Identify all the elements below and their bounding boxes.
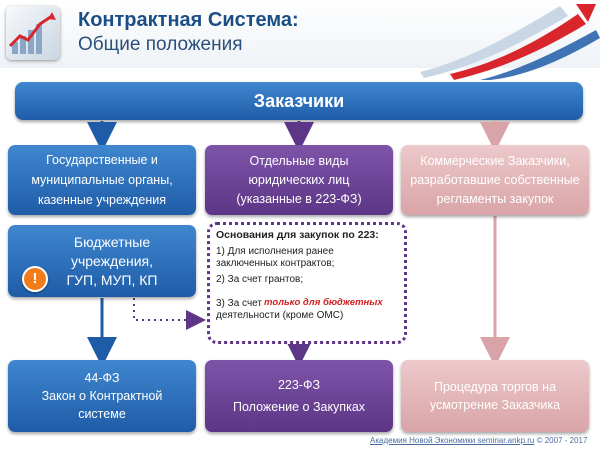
law-44-box: 44-ФЗ Закон о Контрактной системе [8,360,196,432]
customers-label: Заказчики [253,90,345,111]
chart-logo-icon [6,6,60,60]
budget-only-note: только для бюджетных [262,297,385,308]
reason-item: 1) Для исполнения ранее заключенных конт… [216,246,335,269]
footer-link[interactable]: Академия Новой Экономики seminar.ankp.ru [370,436,535,445]
footer-copyright: © 2007 - 2017 [536,436,588,445]
customers-banner: Заказчики [15,82,583,120]
page-title: Контрактная Система: [78,9,299,31]
dotted-budget-to-reasons [133,298,206,330]
commercial-customers-box: Коммерческие Заказчики, разработавшие со… [401,145,589,215]
footer: Академия Новой Экономики seminar.ankp.ru… [370,436,587,445]
law-223-box: 223-ФЗ Положение о Закупках [205,360,393,432]
reason-item: 2) За счет грантов; [216,274,304,285]
reasons-223-box: Основания для закупок по 223: 1) Для исп… [207,222,407,344]
procedure-box: Процедура торгов на усмотрение Заказчика [401,360,589,432]
decorative-swoosh [420,4,600,80]
legal-entities-box: Отдельные виды юридических лиц (указанны… [205,145,393,215]
gov-bodies-box: Государственные и муниципальные органы, … [8,145,196,215]
reasons-title: Основания для закупок по 223: [216,229,379,241]
page-subtitle: Общие положения [78,34,243,55]
header [0,0,600,68]
warning-icon: ! [22,266,48,292]
